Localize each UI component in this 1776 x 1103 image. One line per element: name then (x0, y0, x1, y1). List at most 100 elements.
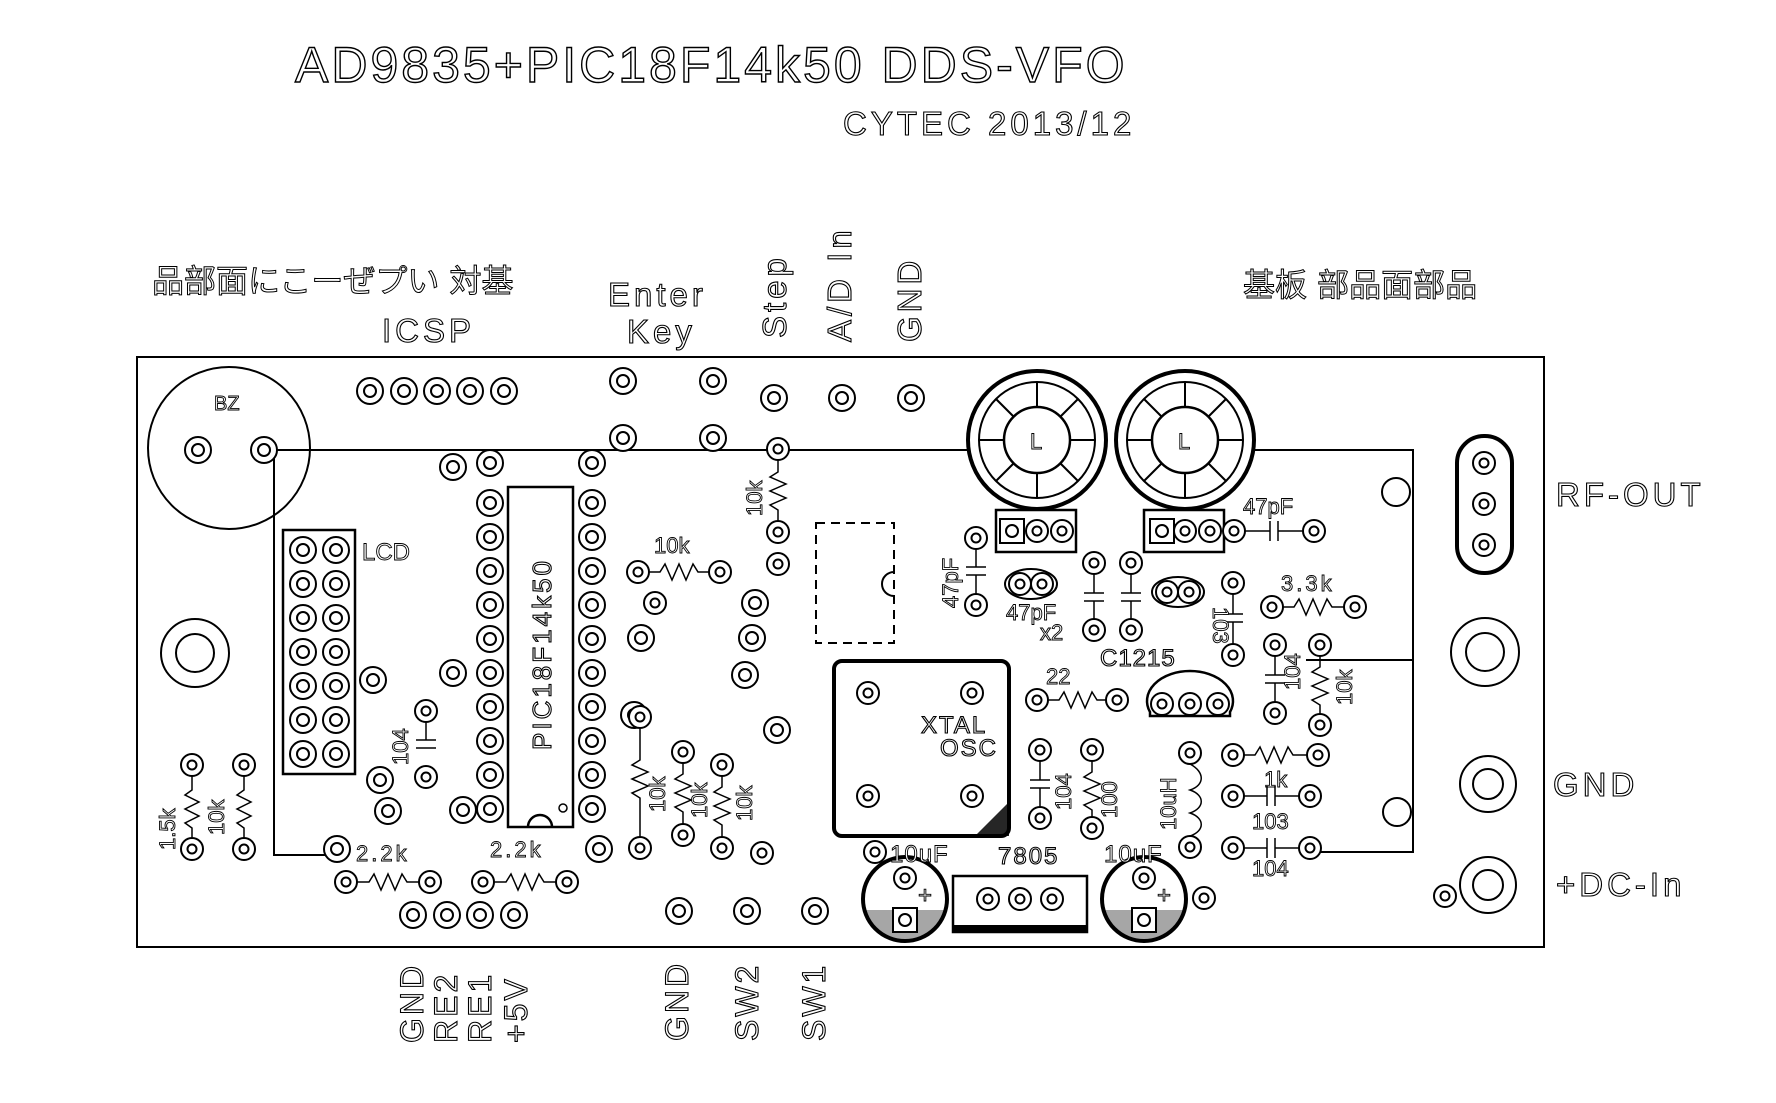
svg-text:103: 103 (1208, 607, 1233, 644)
pad (1192, 886, 1216, 910)
label-rf-out: RF-OUT (1556, 476, 1705, 513)
svg-text:2.2k: 2.2k (356, 841, 410, 866)
c1215-label: C1215 (1100, 645, 1176, 672)
pic-microcontroller: PIC18F14k50 (476, 449, 606, 829)
svg-text:10k: 10k (1332, 669, 1357, 705)
bottom-label-gnd-2: GND (659, 961, 695, 1041)
pad (585, 835, 613, 863)
buzzer: BZ (147, 366, 311, 530)
pad (750, 841, 774, 865)
voltage-regulator-7805: 7805 (951, 842, 1089, 934)
header-step: Step (756, 254, 793, 338)
resistor-22: 22 (1025, 664, 1129, 712)
trimmer-capacitor (1151, 576, 1205, 608)
pic-label: PIC18F14k50 (527, 558, 557, 750)
resistor-1-5k: 1.5k (155, 753, 204, 861)
header-icsp: ICSP (382, 312, 475, 349)
note-right: 基板 部品面部品 (1243, 266, 1477, 304)
svg-text:10k: 10k (645, 776, 670, 812)
switch-pads (609, 367, 925, 452)
svg-text:10uH: 10uH (1156, 777, 1181, 830)
svg-text:10uF: 10uF (1104, 841, 1163, 868)
svg-text:10k: 10k (687, 782, 712, 818)
capacitor-47pf: 47pF (1222, 494, 1326, 543)
trimmer-capacitor: 47pF x2 (1004, 568, 1064, 645)
resistor-100: 100 (1080, 738, 1122, 840)
pad (323, 835, 351, 863)
mounting-hole (1450, 617, 1520, 687)
via (1382, 797, 1412, 827)
coil-l1: L (966, 369, 1108, 554)
svg-text:10k: 10k (742, 480, 767, 516)
header-enter: Enter (608, 276, 707, 313)
svg-text:47pF: 47pF (1006, 600, 1056, 625)
svg-text:2.2k: 2.2k (490, 837, 544, 862)
title-main: AD9835+PIC18F14k50 DDS-VFO (295, 37, 1128, 93)
svg-text:104: 104 (1252, 856, 1289, 881)
pad (643, 591, 667, 615)
svg-text:+: + (1157, 882, 1171, 909)
pad (1433, 884, 1457, 908)
header-gnd: GND (891, 257, 928, 342)
rf-out-connector (1455, 434, 1514, 575)
bottom-header (399, 897, 829, 929)
svg-text:103: 103 (1252, 809, 1289, 834)
svg-text:x2: x2 (1040, 620, 1063, 645)
osc-label: OSC (940, 735, 998, 762)
bottom-label-re2: RE2 (428, 972, 464, 1043)
svg-text:L: L (1178, 429, 1190, 454)
svg-text:10k: 10k (732, 785, 757, 821)
svg-text:104: 104 (388, 728, 413, 765)
resistor-2-2k: 2.2k (471, 837, 579, 894)
resistor-10k: 10k (1308, 633, 1357, 737)
header-ad-in: A/D In (821, 226, 858, 342)
mounting-hole (160, 618, 230, 688)
bottom-label-gnd: GND (394, 963, 430, 1043)
svg-text:10k: 10k (204, 799, 229, 835)
capacitor-103: 103 (1221, 784, 1322, 834)
inductor-10uh: 10uH (1156, 741, 1202, 859)
resistor-10k: 10k (710, 753, 757, 860)
capacitor-103: 103 (1208, 571, 1245, 667)
svg-text:22: 22 (1046, 664, 1070, 689)
gnd-terminal (1459, 755, 1517, 813)
svg-text:L: L (1030, 429, 1042, 454)
resistor-3-3k: 3.3k (1260, 571, 1367, 619)
title-sub: CYTEC 2013/12 (843, 105, 1135, 142)
svg-text:3.3k: 3.3k (1281, 571, 1335, 596)
pad (863, 840, 887, 864)
capacitor-47pf: 47pF (938, 526, 988, 617)
resistor-2-2k: 2.2k (334, 841, 442, 894)
resistor-10k: 10k (628, 705, 670, 860)
pad (766, 552, 790, 576)
bottom-label-sw1: SW1 (796, 963, 832, 1041)
capacitor-104: 104 (1028, 738, 1076, 830)
dc-in-terminal (1459, 856, 1517, 914)
svg-text:100: 100 (1097, 781, 1122, 818)
svg-text:1.5k: 1.5k (155, 807, 180, 850)
svg-text:10uF: 10uF (890, 841, 949, 868)
buzzer-label: BZ (214, 393, 240, 415)
resistor-10k: 10k (204, 753, 256, 861)
svg-text:+: + (918, 882, 932, 909)
bottom-label-sw2: SW2 (729, 963, 765, 1041)
transistor-c1215 (1145, 669, 1235, 718)
icsp-header (356, 377, 518, 405)
capacitor-104: 104 (388, 699, 438, 789)
label-gnd-side: GND (1553, 766, 1638, 803)
electrolytic-cap-right: + 10uF (1100, 841, 1188, 943)
xtal-label: XTAL (921, 712, 987, 739)
label-dc-in: +DC-In (1556, 866, 1685, 903)
header-key: Key (627, 313, 696, 350)
capacitor-104: 104 (1221, 836, 1322, 881)
board-outline (136, 356, 1545, 948)
bottom-label-5v: +5V (498, 976, 534, 1043)
resistor-10k: 10k (742, 437, 790, 544)
bottom-label-re1: RE1 (462, 972, 498, 1043)
svg-text:7805: 7805 (998, 843, 1059, 870)
resistor-10k: 10k (626, 533, 732, 584)
capacitor (1119, 551, 1143, 642)
svg-text:10k: 10k (654, 533, 690, 558)
capacitor (1082, 551, 1106, 642)
